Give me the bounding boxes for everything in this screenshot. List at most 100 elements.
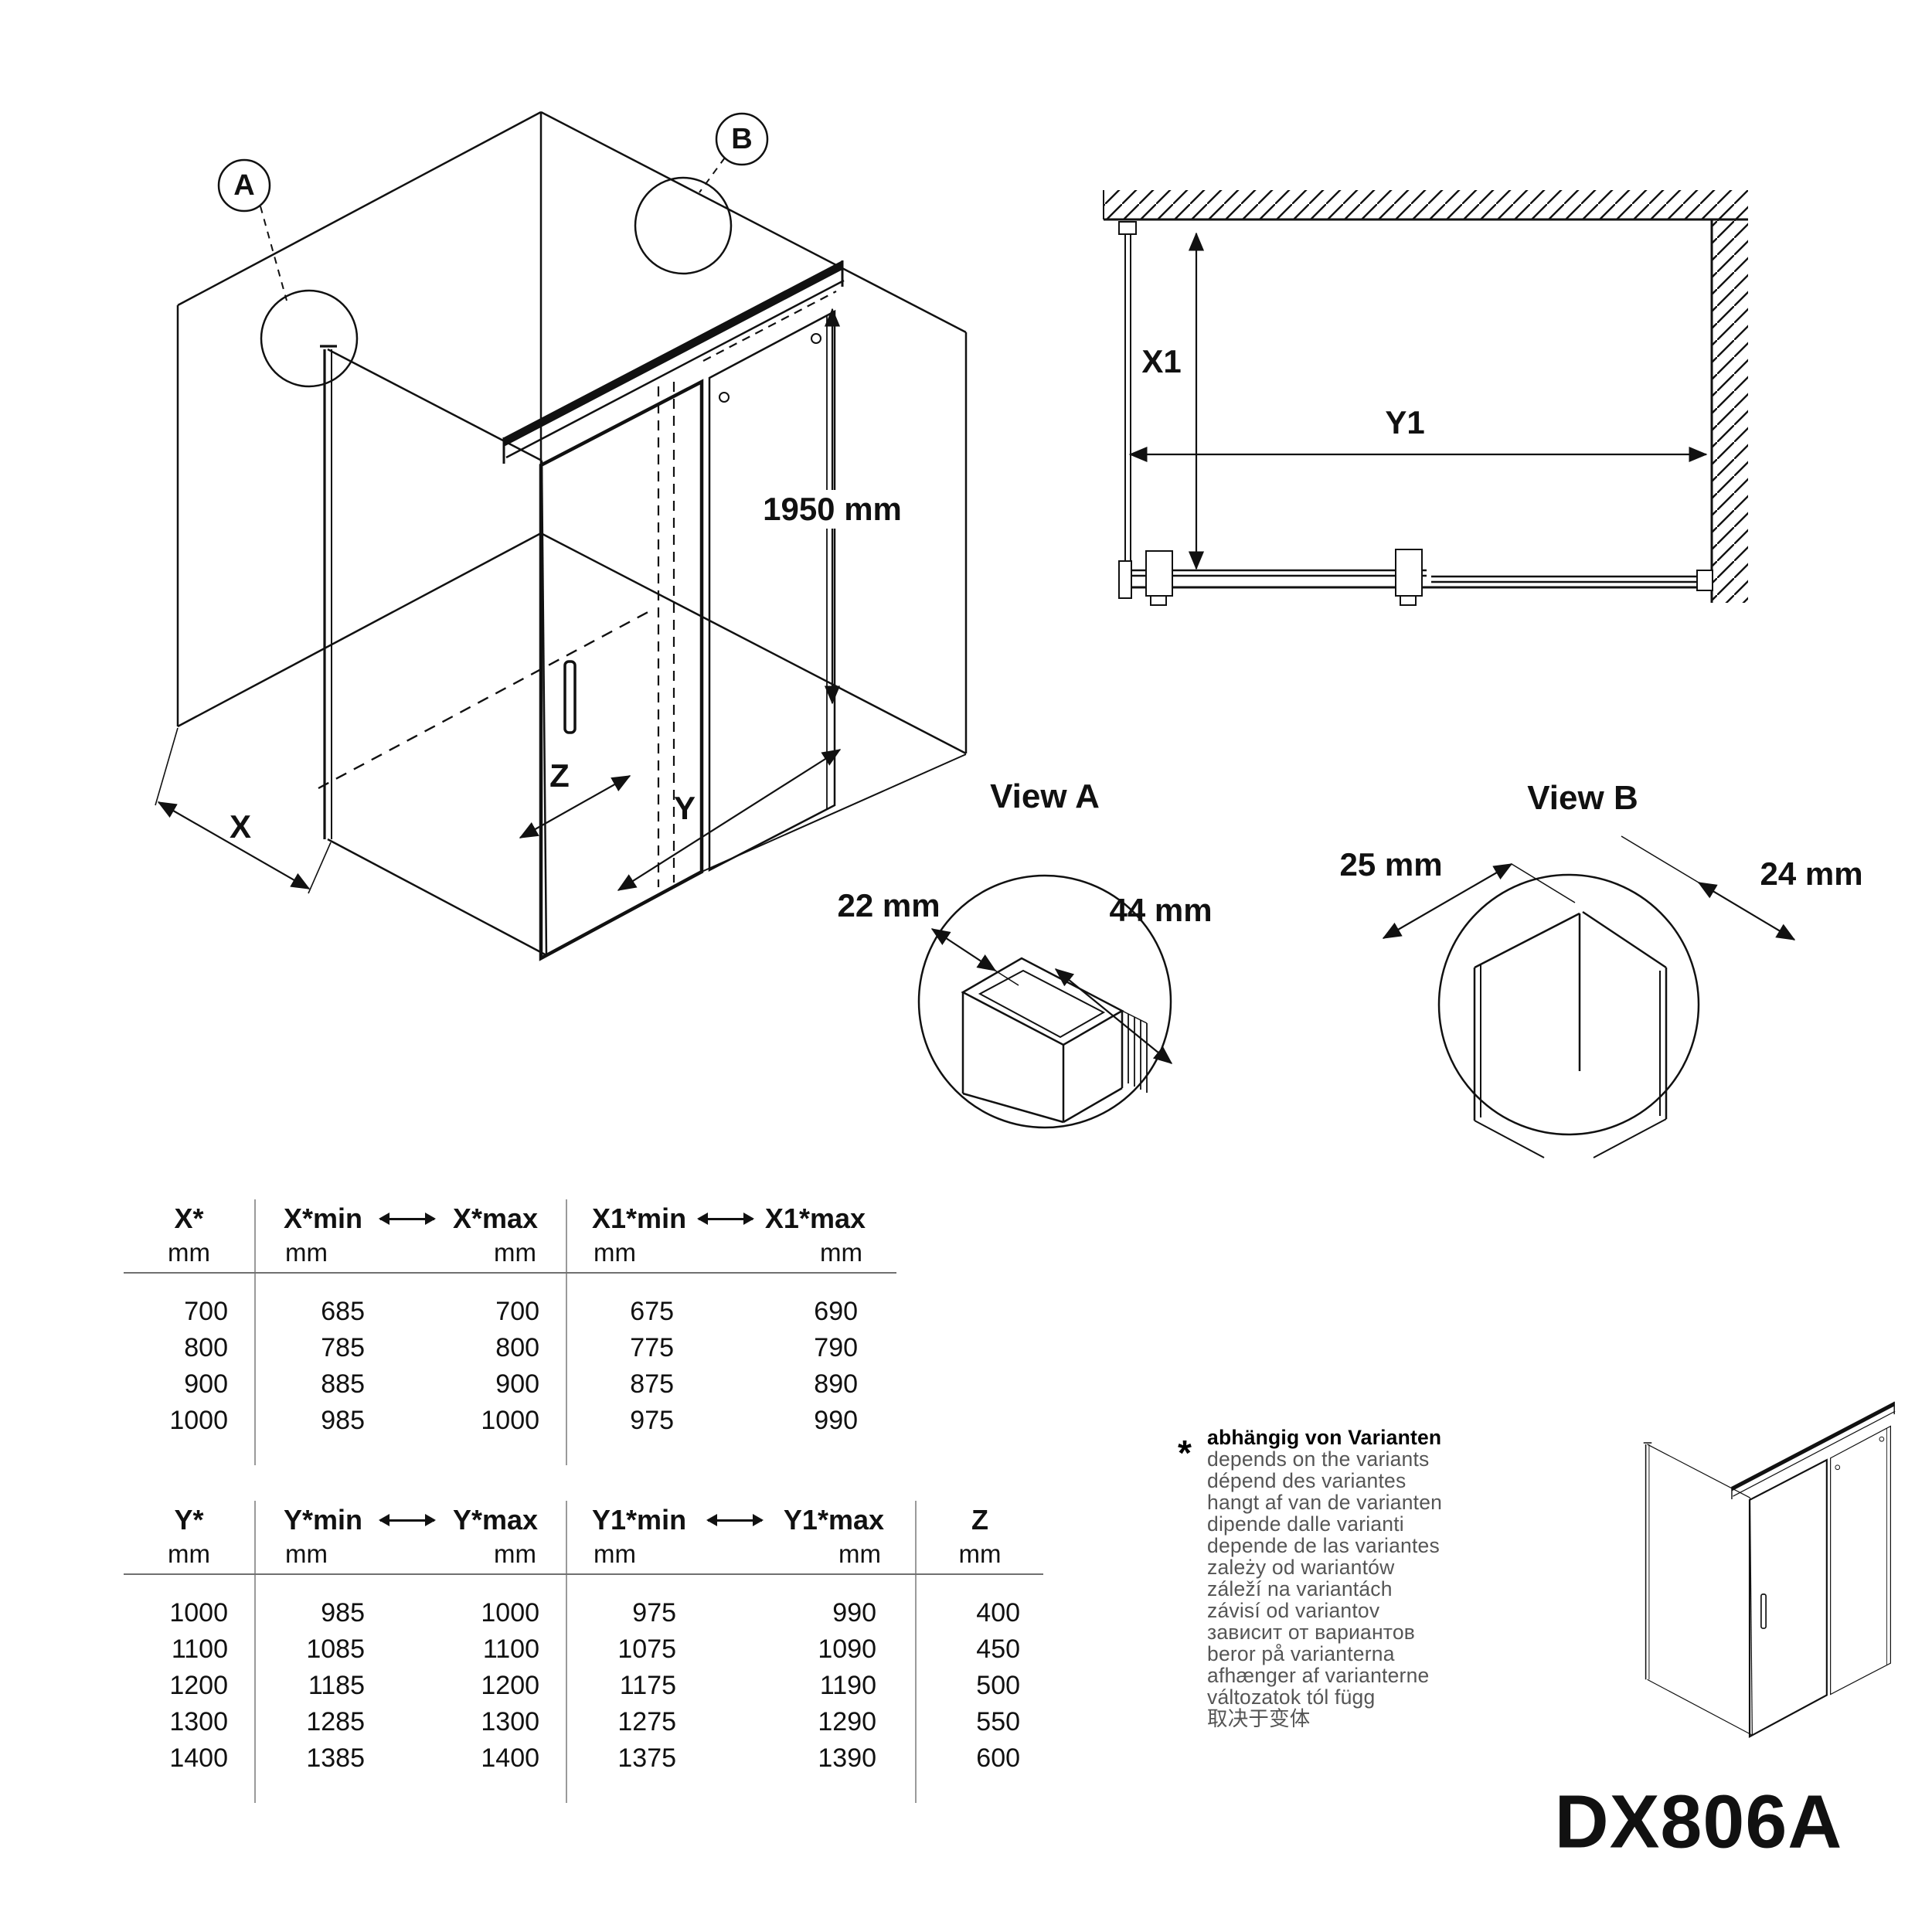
enclosure-thumbnail bbox=[1642, 1400, 1896, 1738]
table-cell: 1175 bbox=[566, 1668, 722, 1704]
footnote-line: závisí od variantov bbox=[1207, 1599, 1380, 1622]
table-cell: 700 bbox=[184, 1297, 228, 1326]
dim-y1-label: Y1 bbox=[1385, 404, 1425, 440]
dim-line-24mm bbox=[1697, 882, 1796, 940]
table-cell: 550 bbox=[915, 1704, 1044, 1740]
table-cell: 775 bbox=[566, 1330, 719, 1366]
col-header-group: X*min X*max bbox=[253, 1199, 567, 1238]
unit-label: mm bbox=[566, 1238, 719, 1274]
table-cell: 1000 bbox=[169, 1406, 228, 1435]
footnote-line: afhænger af varianterne bbox=[1207, 1664, 1430, 1687]
table-cell: 1100 bbox=[171, 1634, 228, 1664]
col-header: Y*max bbox=[452, 1504, 539, 1536]
dim-line-22mm bbox=[930, 928, 997, 971]
footnote-line: 取决于变体 bbox=[1207, 1707, 1311, 1730]
table-cell: 400 bbox=[915, 1595, 1044, 1631]
unit-label: mm bbox=[254, 1539, 410, 1575]
dim-z-label: Z bbox=[549, 757, 570, 794]
table-cell: 1385 bbox=[254, 1740, 410, 1777]
table-unit-row: mm mm mm mm mm bbox=[124, 1238, 897, 1274]
callout-b-circle bbox=[715, 112, 769, 166]
footnote-line: abhängig von Varianten bbox=[1207, 1426, 1442, 1449]
table-cell: 1390 bbox=[818, 1743, 877, 1773]
table-cell: 1100 bbox=[482, 1634, 540, 1664]
footnote-line: hangt af van de varianten bbox=[1207, 1491, 1443, 1514]
table-cell: 1285 bbox=[254, 1704, 410, 1740]
isometric-enclosure-drawing bbox=[155, 111, 968, 958]
col-header: Z bbox=[915, 1501, 1044, 1539]
view-a-dim-22: 22 mm bbox=[837, 887, 940, 923]
table-cell: 885 bbox=[254, 1366, 410, 1403]
callout-a-circle bbox=[217, 158, 271, 213]
col-header: Y* bbox=[174, 1504, 204, 1536]
dim-y-label: Y bbox=[673, 790, 696, 826]
table-cell: 985 bbox=[254, 1595, 410, 1631]
unit-label: mm bbox=[124, 1238, 255, 1274]
footnote-line: depends on the variants bbox=[1207, 1447, 1430, 1471]
unit-label: mm bbox=[721, 1539, 917, 1575]
col-header: X1*max bbox=[764, 1202, 866, 1234]
table-cell: 500 bbox=[915, 1668, 1044, 1704]
unit-label: mm bbox=[410, 1238, 567, 1274]
range-arrow-icon bbox=[379, 1213, 437, 1225]
table-cell: 1300 bbox=[169, 1707, 228, 1736]
unit-label: mm bbox=[410, 1539, 567, 1575]
table-row: 1100 1085 1100 1075 1090 450 bbox=[124, 1631, 1044, 1668]
table-cell: 900 bbox=[184, 1369, 228, 1399]
unit-label: mm bbox=[915, 1539, 1044, 1575]
table-cell: 690 bbox=[814, 1297, 859, 1326]
table-unit-row: mm mm mm mm mm mm bbox=[124, 1539, 1044, 1575]
range-arrow-icon bbox=[706, 1514, 764, 1526]
col-header: X*min bbox=[284, 1202, 363, 1234]
unit-label: mm bbox=[719, 1238, 897, 1274]
table-cell: 1400 bbox=[169, 1743, 228, 1773]
table-cell: 1000 bbox=[481, 1406, 540, 1435]
view-a-detail-drawing bbox=[917, 874, 1173, 1129]
dim-line-x bbox=[157, 801, 311, 889]
footnote-marker: * bbox=[1178, 1433, 1192, 1473]
table-cell: 1000 bbox=[169, 1598, 228, 1628]
col-header: X*max bbox=[452, 1202, 539, 1234]
table-cell: 800 bbox=[495, 1333, 540, 1362]
col-header: Y1*min bbox=[592, 1504, 687, 1536]
detail-a-ring bbox=[260, 289, 359, 388]
table-cell: 1400 bbox=[481, 1743, 540, 1773]
table-cell: 1090 bbox=[818, 1634, 877, 1664]
view-a-dim-44: 44 mm bbox=[1109, 892, 1213, 928]
table-cell: 700 bbox=[495, 1297, 540, 1326]
table-cell: 890 bbox=[814, 1369, 859, 1399]
table-cell: 785 bbox=[254, 1330, 410, 1366]
col-header: X* bbox=[174, 1202, 204, 1234]
table-cell: 1200 bbox=[169, 1671, 228, 1700]
dim-line-44mm bbox=[1054, 968, 1173, 1064]
view-b-dim-25: 25 mm bbox=[1339, 846, 1443, 883]
view-b-detail-drawing bbox=[1382, 835, 1796, 1158]
unit-label: mm bbox=[124, 1539, 255, 1575]
footnote-line: beror på varianterna bbox=[1207, 1642, 1395, 1665]
footnote-line: záleží na variantách bbox=[1207, 1577, 1393, 1600]
dim-x1-label: X1 bbox=[1141, 343, 1182, 379]
table-cell: 990 bbox=[814, 1406, 859, 1435]
table-cell: 1075 bbox=[566, 1631, 722, 1668]
table-cell: 1300 bbox=[481, 1707, 540, 1736]
table-cell: 975 bbox=[566, 1595, 722, 1631]
table-cell: 975 bbox=[566, 1403, 719, 1439]
table-cell: 1185 bbox=[254, 1668, 410, 1704]
view-a-title: View A bbox=[990, 777, 1100, 815]
table-cell: 450 bbox=[915, 1631, 1044, 1668]
dim-line-y bbox=[617, 749, 842, 891]
footnote-line: зависит от вариантов bbox=[1207, 1621, 1416, 1644]
table-cell: 800 bbox=[184, 1333, 228, 1362]
table-cell: 1085 bbox=[254, 1631, 410, 1668]
